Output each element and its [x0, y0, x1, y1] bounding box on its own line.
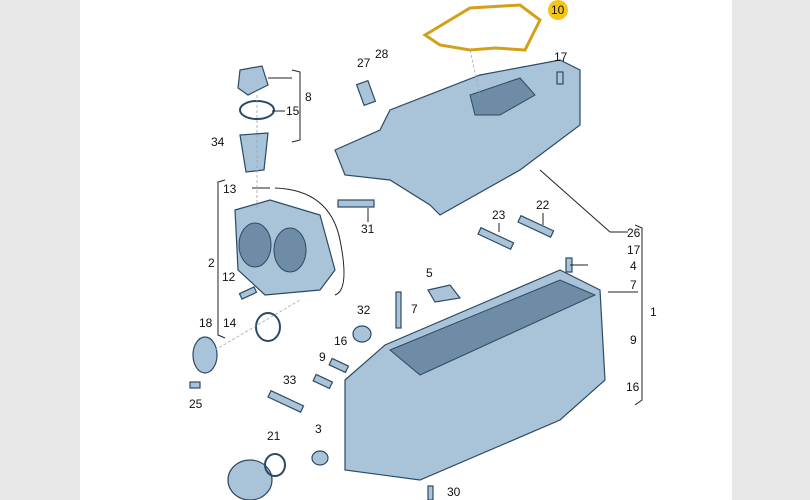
callout-32[interactable]: 32 [357, 303, 371, 317]
callout-22[interactable]: 22 [536, 198, 550, 212]
callout-2[interactable]: 2 [208, 256, 215, 270]
left-margin [0, 0, 80, 500]
callout-9[interactable]: 9 [319, 350, 326, 364]
stud-part[interactable] [328, 357, 350, 374]
callout-31[interactable]: 31 [361, 222, 375, 236]
sealant-tube-part[interactable] [477, 226, 515, 251]
callout-14[interactable]: 14 [223, 316, 237, 330]
callout-17b[interactable]: 17 [627, 243, 641, 257]
callout-17[interactable]: 17 [554, 50, 568, 64]
sealant-tube-part[interactable] [337, 199, 375, 208]
callout-23[interactable]: 23 [492, 208, 506, 222]
callout-27[interactable]: 27 [357, 56, 371, 70]
callout-34[interactable]: 34 [211, 135, 225, 149]
callout-15[interactable]: 15 [286, 104, 300, 118]
callout-16b[interactable]: 16 [626, 380, 640, 394]
callout-12[interactable]: 12 [222, 270, 236, 284]
callout-3[interactable]: 3 [315, 422, 322, 436]
bolt-part[interactable] [427, 485, 434, 500]
right-margin [732, 0, 810, 500]
callout-33[interactable]: 33 [283, 373, 297, 387]
callout-8[interactable]: 8 [305, 90, 312, 104]
callout-16[interactable]: 16 [334, 334, 348, 348]
oil-cap-part[interactable] [237, 65, 269, 96]
callout-18[interactable]: 18 [199, 316, 213, 330]
valve-cover-part[interactable] [334, 59, 581, 216]
cylinder-head-part[interactable] [344, 269, 606, 481]
bolt-part[interactable] [189, 381, 201, 389]
callout-9b[interactable]: 9 [630, 333, 637, 347]
cover-opening [273, 227, 307, 273]
callout-21[interactable]: 21 [267, 429, 281, 443]
sensor-part[interactable] [355, 79, 377, 107]
callout-30[interactable]: 30 [447, 485, 461, 499]
sprocket-part[interactable] [192, 336, 218, 374]
bracket-part[interactable] [427, 284, 462, 303]
o-ring-part[interactable] [264, 453, 286, 477]
filler-neck-part[interactable] [239, 132, 269, 173]
cover-gasket-part[interactable] [274, 187, 345, 296]
sealant-tube-part[interactable] [267, 389, 305, 414]
gasket-part[interactable] [422, 3, 542, 52]
bolt-part[interactable] [238, 286, 258, 300]
callout-7b[interactable]: 7 [411, 302, 418, 316]
callout-25[interactable]: 25 [189, 397, 203, 411]
callout-4[interactable]: 4 [630, 259, 637, 273]
head-top-detail [389, 279, 597, 376]
camshaft-adjuster-part[interactable] [227, 459, 273, 500]
callout-28[interactable]: 28 [375, 47, 389, 61]
callout-7[interactable]: 7 [630, 278, 637, 292]
sealant-tube-part[interactable] [517, 214, 555, 239]
plug-part[interactable] [352, 325, 372, 343]
o-ring-part[interactable] [255, 312, 281, 342]
plug-part[interactable] [311, 450, 329, 466]
cover-opening [238, 222, 272, 268]
bolt-part[interactable] [556, 71, 564, 85]
stud-part[interactable] [312, 373, 334, 390]
callout-13[interactable]: 13 [223, 182, 237, 196]
highlight-marker [548, 0, 568, 20]
exploded-parts-diagram: 10 28 27 17 8 15 34 13 31 23 22 26 17 4 … [189, 0, 657, 500]
callout-10[interactable]: 10 [551, 3, 565, 17]
valve-cover-detail [469, 77, 536, 116]
callout-5[interactable]: 5 [426, 266, 433, 280]
callout-26[interactable]: 26 [627, 226, 641, 240]
callout-1[interactable]: 1 [650, 305, 657, 319]
bolt-part[interactable] [395, 291, 402, 329]
